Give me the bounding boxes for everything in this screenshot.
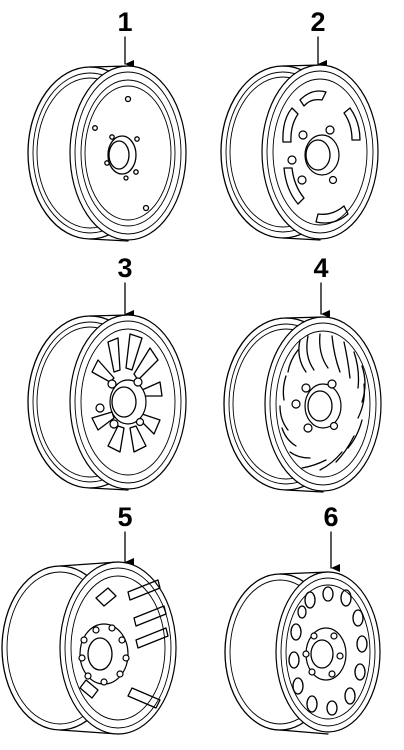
callout-1: 1 xyxy=(117,7,134,68)
callout-3: 3 xyxy=(117,253,134,318)
callout-number: 4 xyxy=(313,253,328,283)
wheel-5 xyxy=(1,561,177,735)
callout-5: 5 xyxy=(117,502,134,566)
callout-number: 5 xyxy=(117,502,132,532)
wheel-1 xyxy=(27,65,187,242)
wheel-6 xyxy=(224,571,381,735)
callout-number: 1 xyxy=(117,7,132,37)
callout-number: 6 xyxy=(323,502,338,532)
callout-number: 2 xyxy=(310,7,325,37)
callout-2: 2 xyxy=(310,7,327,68)
callout-6: 6 xyxy=(323,502,340,572)
wheel-4 xyxy=(223,316,382,493)
wheel-2 xyxy=(220,64,379,241)
callout-number: 3 xyxy=(117,253,132,283)
wheel-3 xyxy=(27,314,187,491)
callout-4: 4 xyxy=(313,253,330,318)
